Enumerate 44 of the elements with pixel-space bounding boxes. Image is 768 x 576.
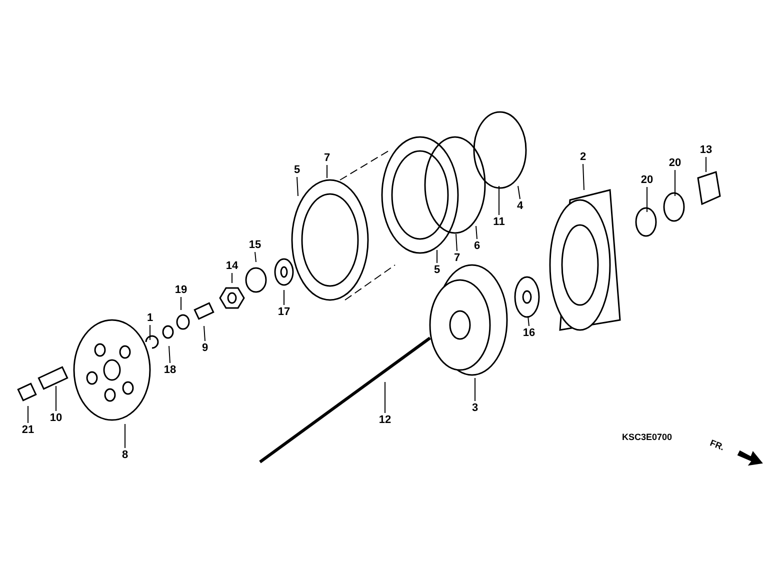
callout-number: 15 [248, 239, 262, 251]
callout-number: 2 [580, 151, 586, 163]
leader-line [518, 186, 520, 200]
leader-line [180, 296, 182, 310]
callout-number: 16 [522, 327, 536, 339]
callout-number: 17 [278, 306, 290, 318]
front-mark: FR. [708, 438, 726, 452]
leader-line [204, 326, 206, 342]
leader-line [168, 346, 170, 364]
callout-number: 19 [174, 284, 188, 296]
leader-line [498, 186, 500, 216]
leader-line [582, 164, 584, 190]
leader-line [674, 170, 676, 196]
callout-number: 14 [226, 260, 238, 272]
callout-number: 12 [378, 414, 392, 426]
callout-number: 20 [668, 157, 682, 169]
callout-number: 1 [146, 312, 154, 324]
leader-line [456, 234, 458, 252]
leader-line [296, 176, 298, 196]
part-code: KSC3E0700 [622, 432, 672, 442]
callout-number: 4 [516, 200, 524, 212]
callout-number: 13 [700, 144, 712, 156]
callout-number: 11 [493, 216, 505, 228]
leader-line [384, 382, 386, 414]
callout-number: 6 [474, 240, 480, 252]
callout-number: 18 [164, 364, 176, 376]
leader-line [124, 424, 126, 448]
callout-number: 7 [324, 152, 330, 164]
callout-number: 8 [122, 449, 128, 461]
callout-number: 9 [202, 342, 208, 354]
leader-line [528, 316, 530, 326]
callout-number: 3 [472, 402, 478, 414]
callout-number: 7 [454, 252, 460, 264]
callout-number: 5 [294, 164, 300, 176]
callout-number: 20 [640, 174, 654, 186]
callout-number: 5 [434, 264, 440, 276]
leader-line [254, 252, 256, 262]
leader-line [326, 164, 328, 178]
leader-line [646, 186, 648, 212]
callout-number: 21 [22, 424, 34, 436]
leader-line [436, 250, 438, 264]
leader-line [474, 378, 476, 402]
callout-number: 10 [50, 412, 62, 424]
leader-line [476, 226, 478, 240]
